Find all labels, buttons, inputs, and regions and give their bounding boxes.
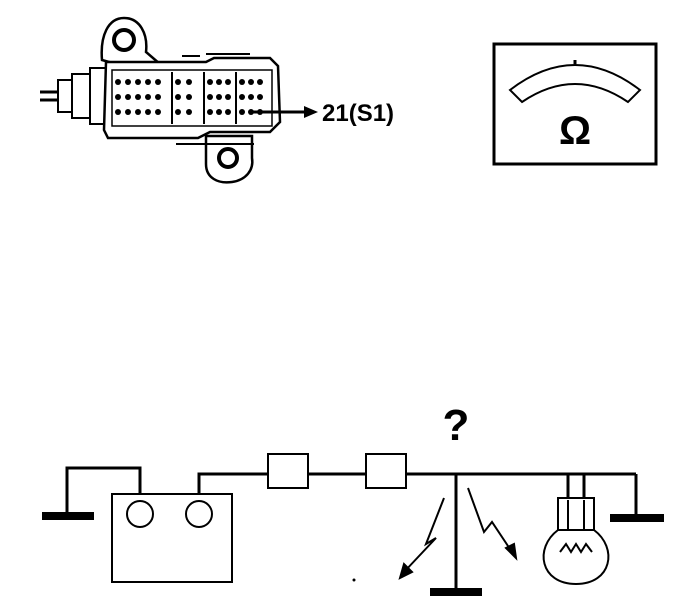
terminal-pin (145, 79, 151, 85)
terminal-pin (239, 79, 245, 85)
terminal-pin (125, 94, 131, 100)
terminal-pointer-arrow (250, 106, 318, 118)
terminal-label: 21(S1) (322, 100, 394, 127)
terminal-pin (135, 79, 141, 85)
terminal-pin (225, 94, 231, 100)
terminal-pin (115, 109, 121, 115)
bulb-icon (542, 497, 610, 586)
terminal-pin (145, 109, 151, 115)
terminal-pin (186, 94, 192, 100)
terminal-pin (155, 109, 161, 115)
terminal-pin (216, 79, 222, 85)
ohmmeter-icon (492, 42, 658, 166)
connector-group (40, 16, 282, 184)
stray-mark (352, 578, 356, 582)
terminal-pin (186, 79, 192, 85)
terminal-pin (216, 109, 222, 115)
terminal-pin (207, 79, 213, 85)
terminal-pin (175, 94, 181, 100)
circuit-wiring (65, 466, 638, 592)
ground-icon (42, 512, 664, 596)
terminal-pin (186, 109, 192, 115)
short-to-ground-icon (398, 487, 518, 580)
terminal-pin (207, 109, 213, 115)
terminal-pin (145, 94, 151, 100)
ohm-symbol: Ω (559, 109, 591, 153)
connector-pins (115, 79, 263, 115)
terminal-pin (257, 94, 263, 100)
terminal-pin (216, 94, 222, 100)
unknown-fault-question-mark: ? (443, 401, 470, 450)
terminal-pin (248, 79, 254, 85)
terminal-pin (225, 109, 231, 115)
terminal-pin (175, 109, 181, 115)
connector-dividers (171, 72, 237, 124)
terminal-pin (257, 79, 263, 85)
terminal-pin (125, 79, 131, 85)
fuse-icon (267, 453, 407, 489)
terminal-pin (125, 109, 131, 115)
terminal-pin (239, 94, 245, 100)
battery-icon (111, 493, 233, 583)
terminal-pin (115, 79, 121, 85)
terminal-pin (239, 109, 245, 115)
terminal-pin (135, 94, 141, 100)
mounting-ear-bottom (176, 134, 254, 184)
terminal-pin (175, 79, 181, 85)
terminal-pin (225, 79, 231, 85)
terminal-pin (248, 94, 254, 100)
cable-stub (40, 67, 107, 125)
mounting-ear-top (100, 16, 164, 66)
terminal-pin (135, 109, 141, 115)
terminal-pin (155, 94, 161, 100)
terminal-pin (155, 79, 161, 85)
terminal-pin (115, 94, 121, 100)
terminal-pin (207, 94, 213, 100)
